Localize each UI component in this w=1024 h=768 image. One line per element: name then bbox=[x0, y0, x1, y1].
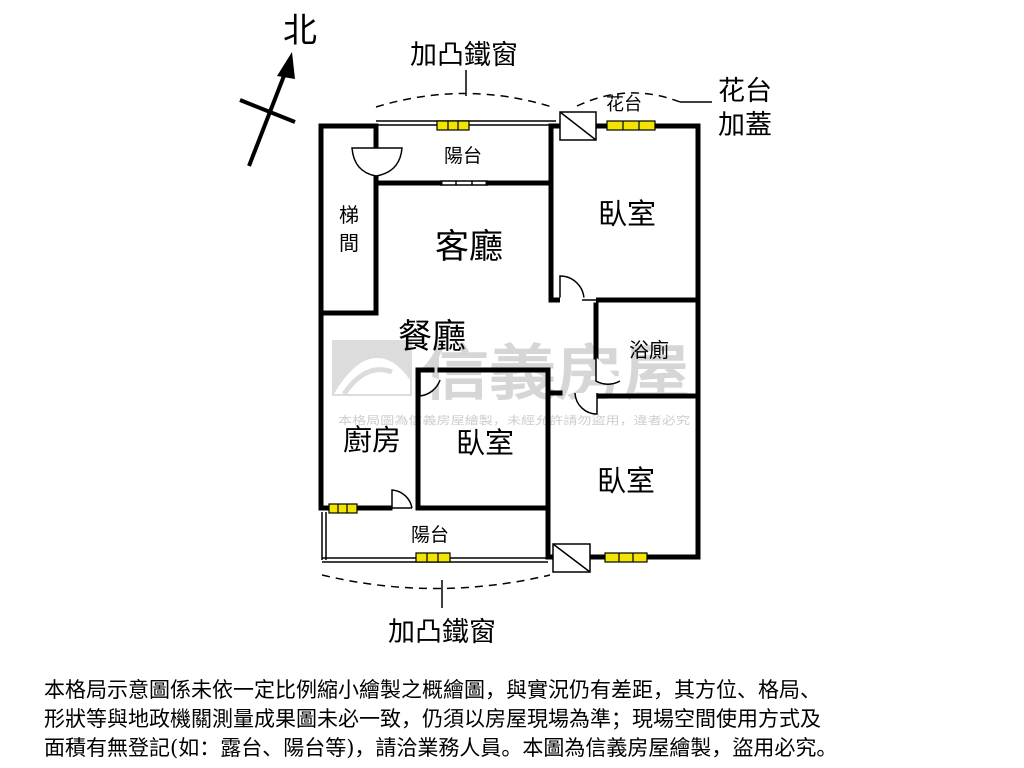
stairwell-label-2: 間 bbox=[339, 231, 359, 255]
compass-crossbar bbox=[239, 98, 296, 124]
flower-stand-cover-label-1: 花台 bbox=[718, 76, 772, 107]
top-bay-window-arc bbox=[375, 92, 553, 108]
window-balcony-bottom bbox=[415, 552, 451, 563]
bedroom-ne-door bbox=[559, 275, 585, 301]
living-room-label: 客廳 bbox=[435, 227, 503, 267]
compass: 北 bbox=[239, 11, 317, 167]
labels: 加凸鐵窗 花台 花台 加蓋 陽台 梯 間 客廳 臥室 餐廳 浴廁 廚房 臥室 臥… bbox=[339, 40, 772, 648]
disclaimer: 本格局示意圖係未依一定比例縮小繪製之概繪圖，與實況仍有差距，其方位、格局、 形狀… bbox=[44, 676, 1004, 763]
north-label: 北 bbox=[283, 11, 317, 51]
bedroom-se-door bbox=[574, 392, 598, 415]
bathroom-label: 浴廁 bbox=[629, 338, 669, 362]
bottom-bay-window-label: 加凸鐵窗 bbox=[388, 617, 496, 648]
flower-stand-cover-label-2: 加蓋 bbox=[718, 110, 772, 141]
window-bedroom-ne bbox=[606, 120, 656, 131]
balcony-top-label: 陽台 bbox=[444, 145, 482, 167]
watermark-notice: 本格局圖為信義房屋繪製，未經允許請勿盜用，違者必究 bbox=[338, 413, 690, 427]
bathroom-door bbox=[595, 357, 621, 385]
kitchen-door bbox=[391, 489, 413, 509]
bedroom-center-door bbox=[419, 372, 441, 397]
bottom-bay-window-arc bbox=[321, 574, 551, 590]
basin-icon bbox=[351, 134, 403, 186]
top-bay-window-label: 加凸鐵窗 bbox=[410, 40, 518, 71]
flower-stand-label: 花台 bbox=[606, 94, 642, 115]
disclaimer-line-3: 面積有無登記(如：露台、陽台等)，請洽業務人員。本圖為信義房屋繪製，盜用必究。 bbox=[44, 736, 838, 760]
window-bedroom-se bbox=[604, 552, 648, 563]
kitchen-label: 廚房 bbox=[343, 423, 401, 457]
stairwell-label-1: 梯 bbox=[339, 203, 359, 227]
bedroom-se-label: 臥室 bbox=[597, 464, 655, 498]
bedroom-ne-label: 臥室 bbox=[598, 197, 656, 231]
bay-window-arcs bbox=[321, 92, 681, 590]
north-arrow-icon bbox=[277, 52, 295, 79]
doors bbox=[390, 275, 621, 509]
ac-unit-icons bbox=[552, 111, 597, 573]
walls bbox=[318, 123, 701, 560]
window-balcony-top bbox=[436, 120, 470, 131]
living-room-sliding-door bbox=[440, 180, 488, 186]
balcony-bottom-label: 陽台 bbox=[411, 524, 449, 546]
disclaimer-line-2: 形狀等與地政機關測量成果圖未必一致，仍須以房屋現場為準；現場空間使用方式及 bbox=[44, 707, 821, 731]
window-kitchen bbox=[328, 503, 358, 514]
windows bbox=[328, 120, 656, 563]
north-arrow-shaft bbox=[247, 67, 289, 167]
dining-room-label: 餐廳 bbox=[398, 317, 466, 357]
disclaimer-line-1: 本格局示意圖係未依一定比例縮小繪製之概繪圖，與實況仍有差距，其方位、格局、 bbox=[44, 678, 821, 702]
bedroom-center-label: 臥室 bbox=[456, 426, 514, 460]
